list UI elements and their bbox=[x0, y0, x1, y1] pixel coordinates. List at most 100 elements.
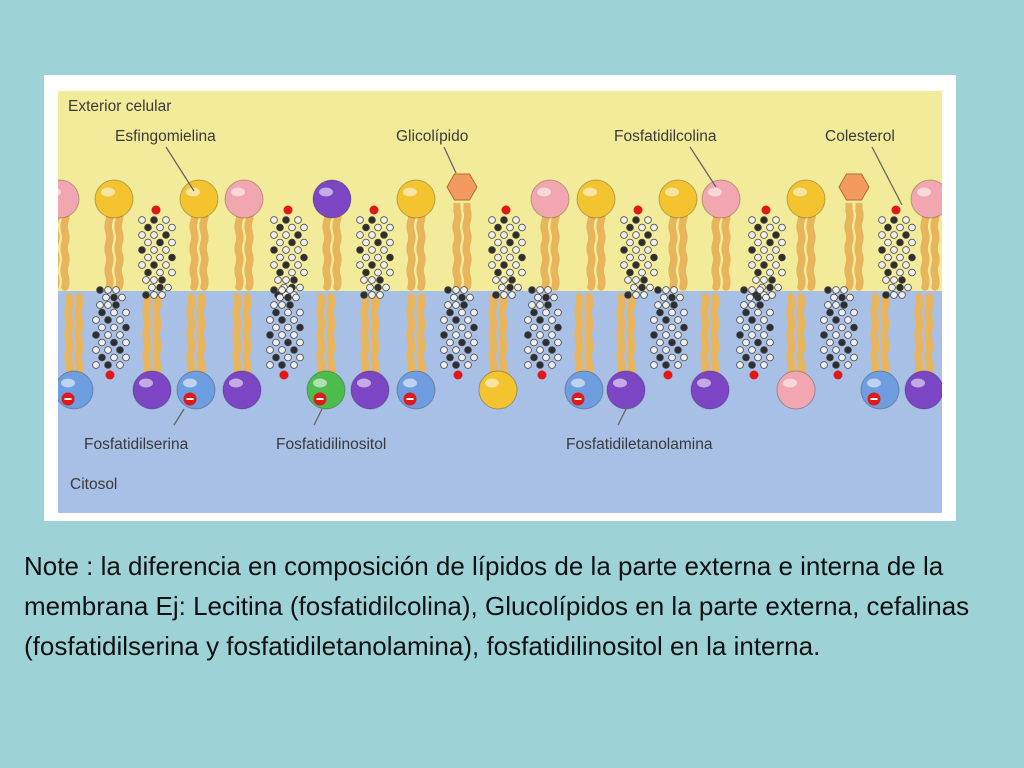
sphingomyelin-head bbox=[786, 179, 826, 219]
phosphatidylserine-head bbox=[564, 370, 604, 410]
leader-line bbox=[173, 408, 185, 426]
cholesterol-label: Colesterol bbox=[825, 128, 895, 145]
cholesterol-molecules bbox=[92, 205, 916, 380]
lipid-tail bbox=[232, 293, 242, 377]
glycolipid-label: Glicolípido bbox=[396, 128, 469, 145]
leader-line bbox=[165, 146, 195, 192]
lipid-tail bbox=[844, 206, 854, 291]
leader-line bbox=[871, 146, 903, 206]
cholesterol-hydroxyl bbox=[279, 370, 289, 380]
phosphatidylcholine-label: Fosfatidilcolina bbox=[614, 128, 717, 145]
phosphatidylethanolamine-head bbox=[312, 179, 352, 219]
lipid-tail bbox=[930, 206, 940, 291]
lipid-tail bbox=[234, 206, 244, 291]
lipid-tail bbox=[196, 293, 206, 377]
phosphatidylcholine-head bbox=[701, 179, 741, 219]
lipid-tail bbox=[332, 206, 342, 291]
lipid-tail bbox=[796, 293, 806, 377]
lipid-tail bbox=[462, 206, 472, 291]
cholesterol-molecule bbox=[524, 286, 562, 380]
negative-charge bbox=[313, 392, 327, 406]
lipid-tail bbox=[711, 206, 721, 291]
cholesterol-molecule bbox=[440, 286, 478, 380]
glycolipid-stem bbox=[453, 203, 471, 213]
lipid-tail bbox=[104, 206, 114, 291]
cholesterol-hydroxyl bbox=[891, 205, 901, 215]
sphingomyelin-head bbox=[576, 179, 616, 219]
cytosol-label: Citosol bbox=[70, 476, 118, 493]
leader-line bbox=[617, 404, 629, 426]
leader-line bbox=[443, 146, 457, 174]
cholesterol-hydroxyl bbox=[663, 370, 673, 380]
lipid-tail bbox=[786, 293, 796, 377]
membrane-diagram: Exterior celular Esfingomielina Glicolíp… bbox=[44, 75, 956, 521]
cholesterol-molecule bbox=[488, 205, 526, 299]
lipid-tail bbox=[914, 293, 924, 377]
lipid-tail bbox=[74, 293, 84, 377]
lipid-tail bbox=[626, 293, 636, 377]
phosphatidylserine-head bbox=[860, 370, 900, 410]
lipid-tails bbox=[58, 206, 940, 377]
lipid-tail bbox=[574, 293, 584, 377]
lipid-tail bbox=[854, 206, 864, 291]
cholesterol-molecule bbox=[620, 205, 658, 299]
lipid-tail bbox=[416, 206, 426, 291]
lipid-tail bbox=[550, 206, 560, 291]
lipid-tail bbox=[406, 293, 416, 377]
lipid-tail bbox=[721, 206, 731, 291]
sphingomyelin-label: Esfingomielina bbox=[115, 128, 216, 145]
lipid-tail bbox=[488, 293, 498, 377]
lipid-tail bbox=[616, 293, 626, 377]
lipid-tail bbox=[870, 293, 880, 377]
lipid-tail bbox=[796, 206, 806, 291]
lipid-tail bbox=[406, 206, 416, 291]
exterior-label: Exterior celular bbox=[68, 98, 172, 115]
phosphatidylcholine-head bbox=[910, 179, 942, 219]
lipid-tail bbox=[152, 293, 162, 377]
cholesterol-molecule bbox=[736, 286, 774, 380]
label-leaders bbox=[165, 146, 903, 426]
lipid-tail bbox=[540, 206, 550, 291]
leader-line bbox=[689, 146, 717, 188]
negative-charge bbox=[867, 392, 881, 406]
cholesterol-hydroxyl bbox=[749, 370, 759, 380]
phosphatidylethanolamine-head bbox=[606, 370, 646, 410]
cholesterol-hydroxyl bbox=[761, 205, 771, 215]
lipid-tail bbox=[584, 293, 594, 377]
lipid-tail bbox=[370, 293, 380, 377]
phosphatidylcholine-head bbox=[58, 179, 80, 219]
lipid-tail bbox=[64, 293, 74, 377]
glycolipid-stem bbox=[845, 203, 863, 213]
phosphatidylserine-label: Fosfatidilserina bbox=[84, 436, 189, 453]
lipid-tail bbox=[710, 293, 720, 377]
phosphatidylserine-head bbox=[396, 370, 436, 410]
phosphatidylinositol-head bbox=[306, 370, 346, 410]
sphingomyelin-head bbox=[94, 179, 134, 219]
sphingomyelin-head bbox=[478, 370, 518, 410]
phosphatidylinositol-label: Fosfatidilinositol bbox=[276, 436, 387, 453]
cholesterol-hydroxyl bbox=[369, 205, 379, 215]
cholesterol-hydroxyl bbox=[833, 370, 843, 380]
lipid-heads bbox=[58, 173, 942, 410]
lipid-tail bbox=[58, 207, 60, 290]
cholesterol-molecule bbox=[878, 205, 916, 299]
phosphatidylcholine-head bbox=[776, 370, 816, 410]
sphingomyelin-head bbox=[658, 179, 698, 219]
lipid-tail bbox=[326, 293, 336, 377]
lipid-tail bbox=[114, 206, 124, 291]
phosphatidylethanolamine-head bbox=[222, 370, 262, 410]
cholesterol-molecule bbox=[266, 286, 304, 380]
cholesterol-hydroxyl bbox=[633, 205, 643, 215]
cholesterol-hydroxyl bbox=[283, 205, 293, 215]
leader-line bbox=[313, 408, 323, 426]
glycolipid-sugar bbox=[446, 173, 478, 201]
negative-charge bbox=[571, 392, 585, 406]
cholesterol-hydroxyl bbox=[501, 205, 511, 215]
cholesterol-molecule bbox=[650, 286, 688, 380]
phosphatidylethanolamine-head bbox=[904, 370, 942, 410]
phosphatidylethanolamine-label: Fosfatidiletanolamina bbox=[566, 436, 713, 453]
lipid-tail bbox=[452, 206, 462, 291]
phosphatidylcholine-head bbox=[224, 179, 264, 219]
cholesterol-hydroxyl bbox=[105, 370, 115, 380]
lipid-tail bbox=[244, 206, 254, 291]
